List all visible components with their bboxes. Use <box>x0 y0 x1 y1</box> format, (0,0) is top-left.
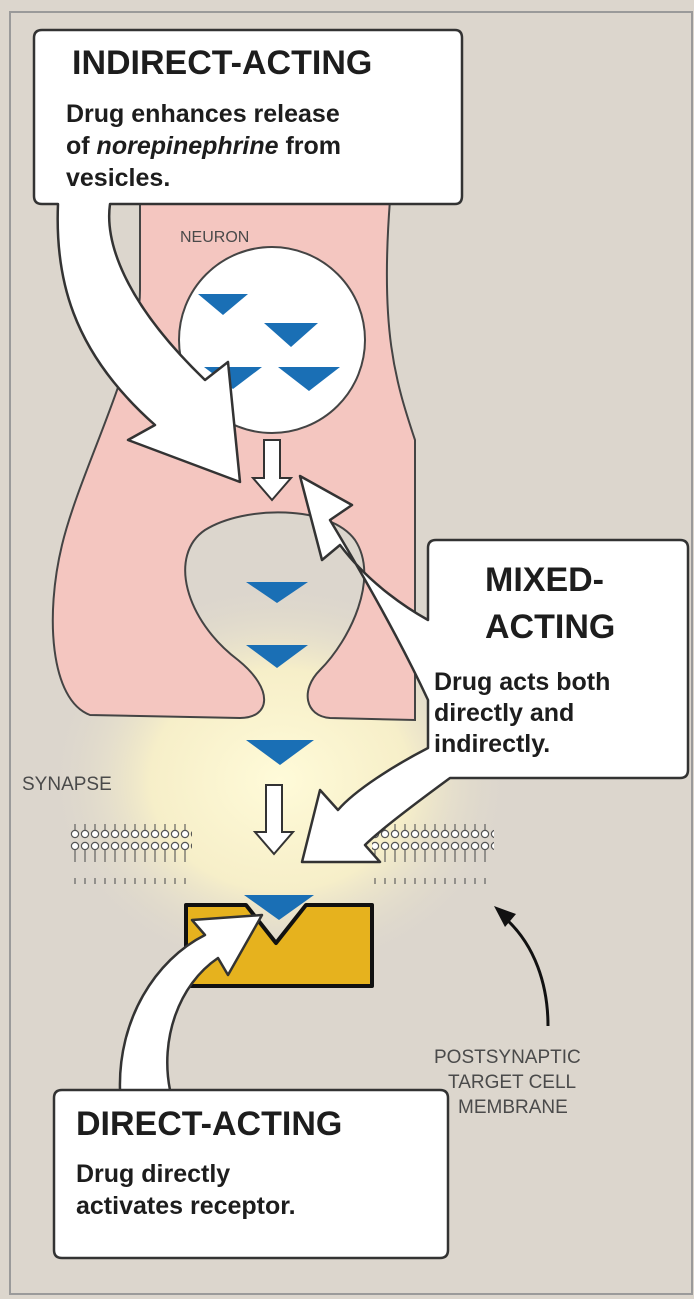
mixed-line-2: directly and <box>434 699 574 727</box>
direct-line-2: activates receptor. <box>76 1192 296 1220</box>
direct-title: DIRECT-ACTING <box>76 1105 342 1143</box>
membrane-lipids-right <box>372 824 494 884</box>
indirect-line-2-italic: norepinephrine <box>97 132 279 160</box>
postsynaptic-label-line-1: POSTSYNAPTIC <box>434 1047 581 1068</box>
indirect-line-1: Drug enhances release <box>66 100 340 128</box>
membrane-lipids-left <box>70 824 192 884</box>
postsynaptic-label-line-2: TARGET CELL <box>448 1072 576 1093</box>
direct-line-1: Drug directly <box>76 1160 230 1188</box>
neuron-label: NEURON <box>180 229 249 246</box>
mixed-line-3: indirectly. <box>434 730 550 758</box>
indirect-line-3: vesicles. <box>66 164 170 192</box>
mixed-title-line-1: MIXED- <box>485 561 604 599</box>
synapse-label: SYNAPSE <box>22 774 112 795</box>
indirect-line-2: of norepinephrine from <box>66 132 341 160</box>
indirect-line-2-prefix: of <box>66 132 97 160</box>
indirect-line-2-suffix: from <box>279 132 342 160</box>
postsynaptic-label-line-3: MEMBRANE <box>458 1097 568 1118</box>
mixed-title-line-2: ACTING <box>485 608 615 646</box>
indirect-title: INDIRECT-ACTING <box>72 44 372 82</box>
mixed-line-1: Drug acts both <box>434 668 610 696</box>
